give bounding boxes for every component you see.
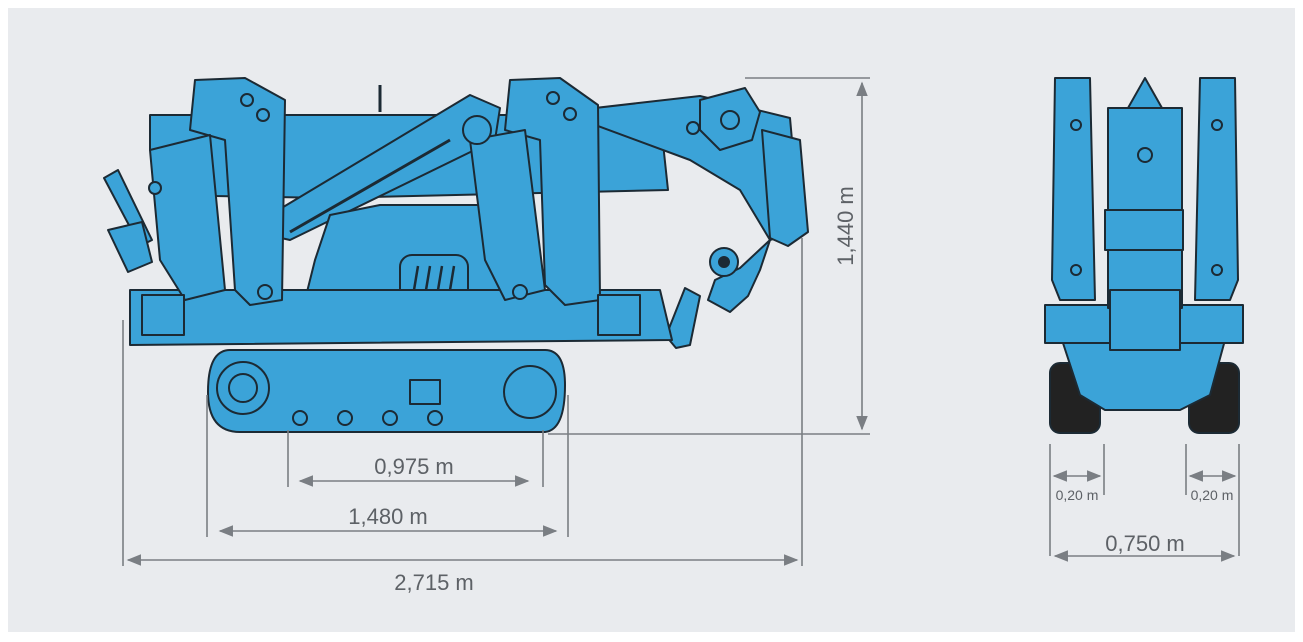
front-view-crane [1044,77,1244,434]
track-width-right-label: 0,20 m [1191,487,1234,503]
overall-width-label: 0,750 m [1105,531,1185,556]
track-length-label: 1,480 m [348,504,428,529]
side-view-dimension-lines [122,77,870,566]
front-view-dimension-lines [1049,444,1240,562]
track-width-left-label: 0,20 m [1056,487,1099,503]
track-inner-label: 0,975 m [374,454,454,479]
side-view-crane [103,77,809,433]
height-label: 1,440 m [833,186,858,266]
overall-length-label: 2,715 m [394,570,474,595]
